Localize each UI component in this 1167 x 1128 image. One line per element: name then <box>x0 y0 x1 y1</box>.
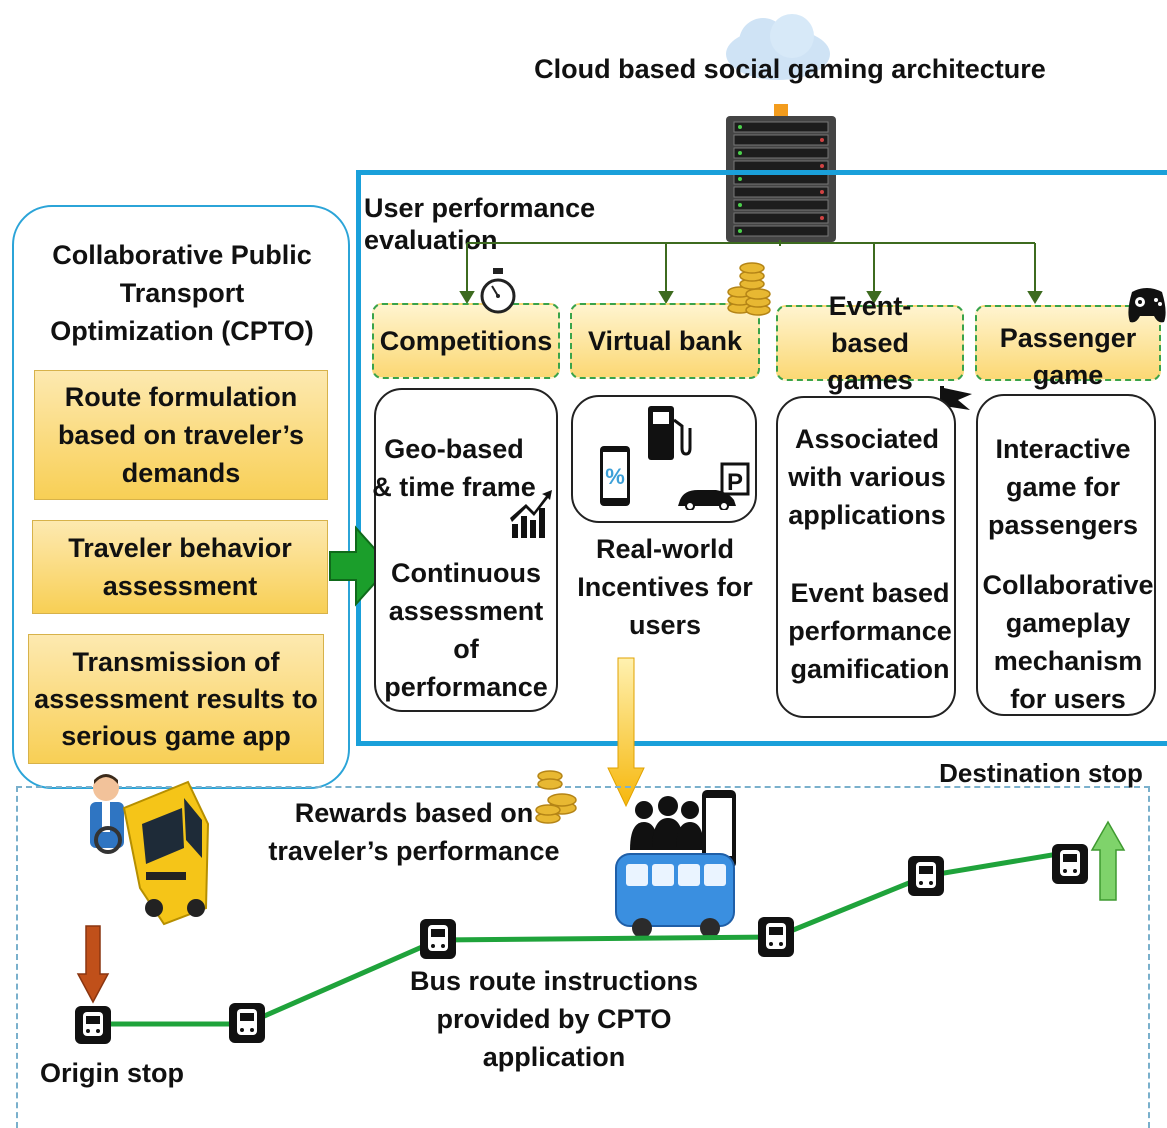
passengers-icon <box>630 796 704 850</box>
bus-stop-icon-3 <box>420 919 456 959</box>
driver-bus-icon <box>90 774 210 926</box>
bus-stop-icon-destination <box>1052 844 1088 884</box>
growth-chart-icon <box>510 490 552 538</box>
route-panel <box>16 786 1150 1128</box>
cloud-icon <box>718 6 838 86</box>
origin-arrow-icon <box>76 925 110 1004</box>
category-passenger-game: Passenger game <box>975 305 1161 390</box>
green-arrow-icon <box>329 525 392 607</box>
evaluation-title: User performance evaluation <box>364 193 596 256</box>
rewards-label: Rewards based on traveler’s performance <box>268 798 560 866</box>
detail-event-based-games: Associated with various applications Eve… <box>776 396 956 718</box>
cpto-item-transmission: Transmission of assessment results to se… <box>28 634 324 764</box>
bus-stop-icon-2 <box>229 1003 265 1043</box>
cloud-architecture-title: Cloud based social gaming architecture <box>534 54 1046 84</box>
server-icon <box>722 104 840 244</box>
category-virtual-bank: Virtual bank <box>570 303 760 379</box>
smartphone-discount-icon: % <box>600 446 630 506</box>
cpto-item-route-formulation: Route formulation based on traveler’s de… <box>34 370 328 500</box>
detail-passenger-game: Interactive game for passengers Collabor… <box>976 394 1156 716</box>
origin-stop-label: Origin stop <box>40 1058 184 1088</box>
detail-virtual-bank: Real-world Incentives for users <box>577 534 753 640</box>
reward-coins-icon <box>535 770 577 824</box>
bus-stop-icon-4 <box>758 917 794 957</box>
bus-stop-icon-5 <box>908 856 944 896</box>
destination-arrow-icon <box>1090 820 1126 901</box>
cpto-title: Collaborative Public Transport Optimizat… <box>50 240 314 346</box>
coins-icon <box>727 262 771 316</box>
evaluation-connectors <box>459 240 1043 304</box>
parking-car-icon: P <box>678 462 750 510</box>
cpto-item-behavior-assessment: Traveler behavior assessment <box>32 520 328 614</box>
gamepad-icon <box>1128 288 1166 323</box>
parking-letter: P <box>727 469 743 496</box>
destination-stop-label: Destination stop <box>939 758 1143 788</box>
discount-symbol: % <box>605 464 625 489</box>
evaluation-panel <box>356 170 1167 746</box>
category-event-based-games: Event-based games <box>776 291 964 395</box>
detail-competitions: Geo-based & time frame Continuous assess… <box>372 388 558 712</box>
category-competitions: Competitions <box>372 303 560 379</box>
bus-stop-icon-origin <box>75 1006 111 1044</box>
stopwatch-icon <box>480 268 516 314</box>
fuel-pump-icon <box>648 406 692 460</box>
blue-bus-icon <box>615 853 735 938</box>
route-instructions-label: Bus route instructions provided by CPTO … <box>409 966 699 1072</box>
